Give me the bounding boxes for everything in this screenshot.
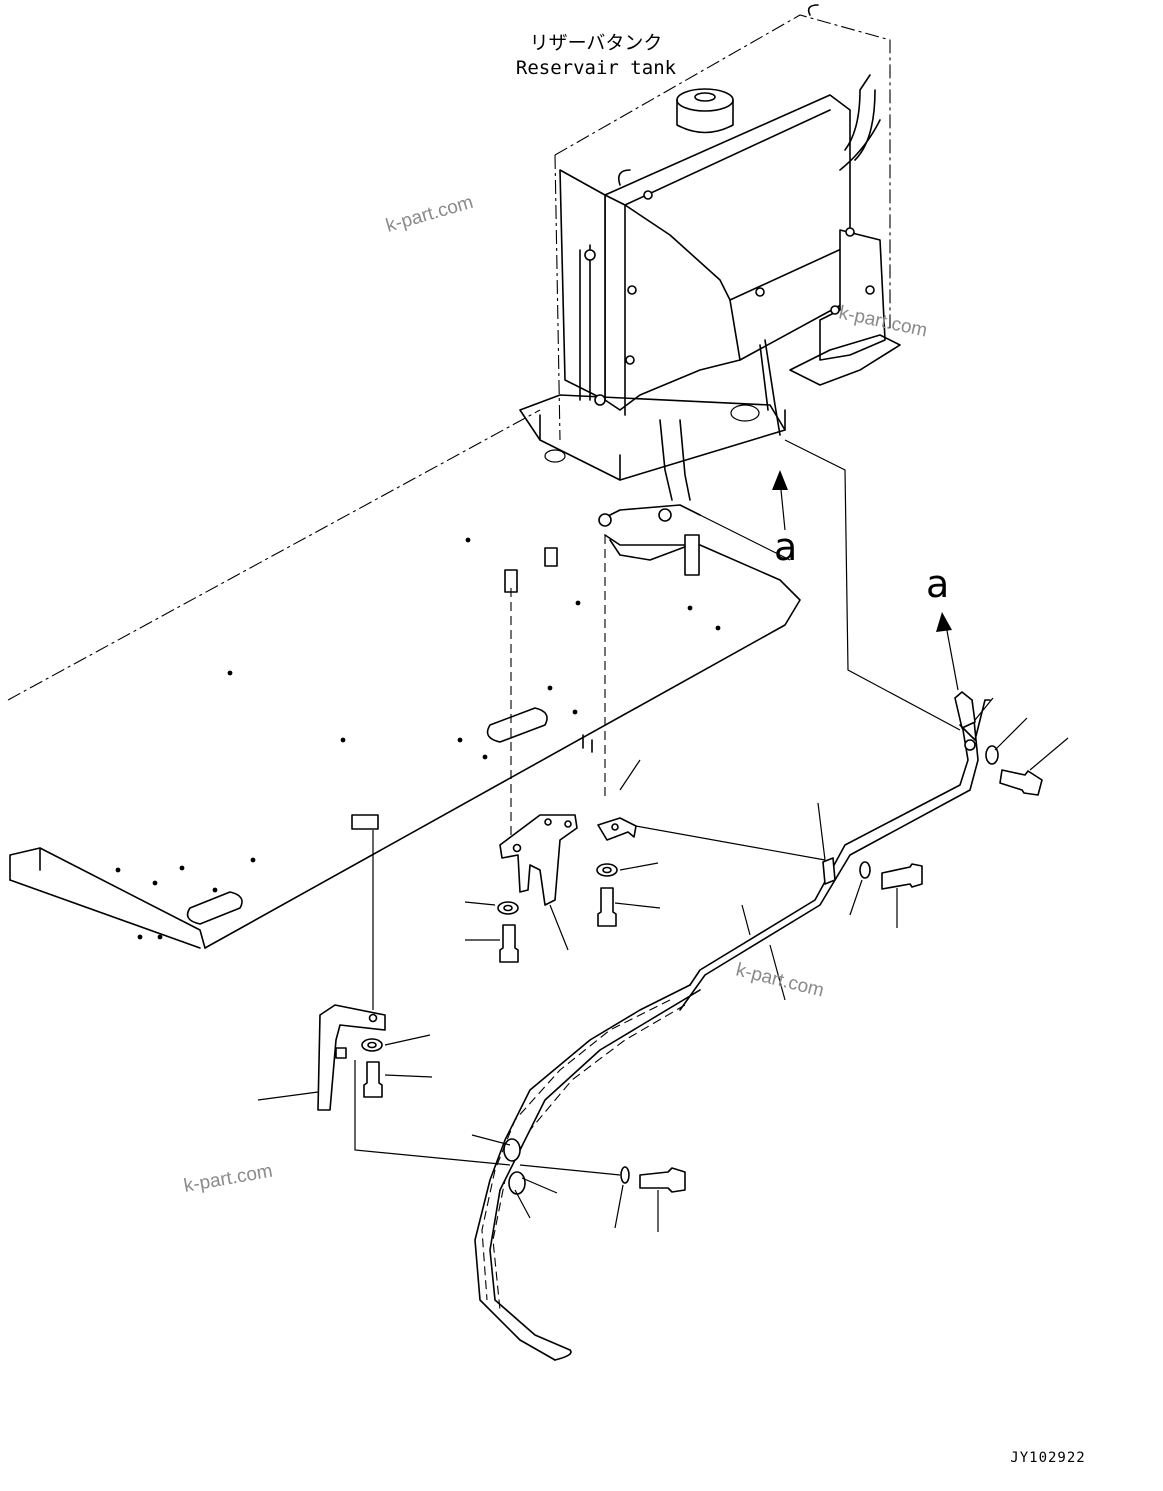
floor-plate: [7, 409, 801, 949]
watermark: k-part.com: [182, 1161, 274, 1197]
brackets: [317, 814, 637, 1111]
callout-letter-right: a: [926, 562, 949, 606]
callout-arrow-upper: [772, 470, 788, 531]
drawing-code: JY102922: [1010, 1450, 1085, 1466]
tank-label-en: Reservair tank: [516, 57, 677, 79]
callout-arrow-right: [936, 612, 959, 691]
tank-label-jp: リザーバタンク: [530, 32, 663, 54]
alignment-lines: [354, 439, 961, 1176]
fasteners: [361, 745, 1043, 1193]
callout-letter-upper: a: [774, 525, 797, 569]
reservoir-tank: [519, 4, 901, 527]
tubes-and-hoses: [474, 691, 991, 1361]
watermark: k-part.com: [384, 192, 476, 237]
watermark: k-part.com: [734, 959, 826, 1001]
leader-lines: [257, 697, 1069, 1232]
